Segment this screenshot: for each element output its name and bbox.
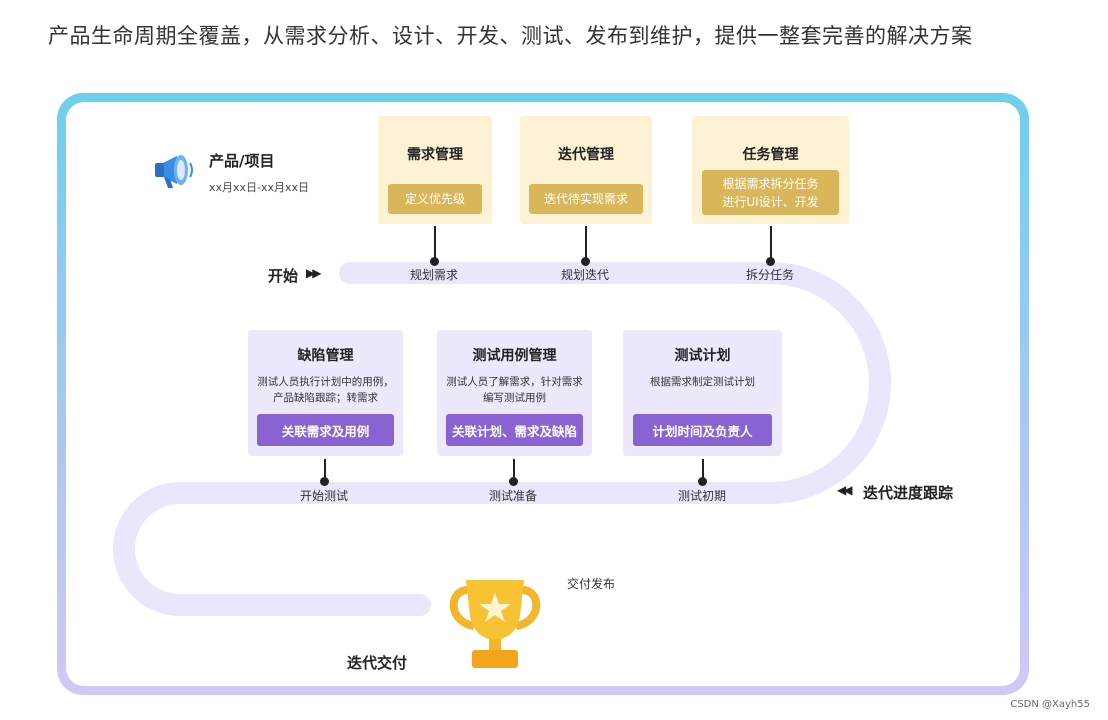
milestone-dot bbox=[698, 477, 707, 486]
headline: 产品生命周期全覆盖，从需求分析、设计、开发、测试、发布到维护，提供一整套完善的解… bbox=[48, 24, 973, 48]
card-title: 测试计划 bbox=[674, 348, 731, 364]
watermark: CSDN @Xayh55 bbox=[1010, 699, 1090, 710]
milestone-start-test: 开始测试 bbox=[300, 489, 349, 503]
card-desc: 测试人员执行计划中的用例，产品缺陷跟踪；转需求 bbox=[257, 376, 394, 404]
start-label: 开始 bbox=[268, 267, 299, 285]
tracking-label: 迭代进度跟踪 bbox=[863, 484, 954, 502]
milestone-split-task: 拆分任务 bbox=[746, 268, 795, 282]
milestone-dot bbox=[430, 257, 439, 266]
release-label: 交付发布 bbox=[567, 577, 616, 591]
milestone-dot bbox=[766, 257, 775, 266]
card-task: 任务管理 根据需求拆分任务 进行UI设计、开发 bbox=[692, 116, 849, 224]
card-desc: 根据需求制定测试计划 bbox=[650, 376, 755, 388]
task-button[interactable]: 根据需求拆分任务 进行UI设计、开发 bbox=[702, 170, 839, 215]
card-title: 缺陷管理 bbox=[297, 348, 354, 364]
milestone-plan-req: 规划需求 bbox=[410, 268, 459, 282]
card-desc: 测试人员了解需求，针对需求编写测试用例 bbox=[446, 376, 583, 404]
link-req-case-button[interactable]: 关联需求及用例 bbox=[257, 414, 394, 446]
milestone-test-prep: 测试准备 bbox=[489, 489, 538, 503]
rewind-arrows-icon: ◀◀ bbox=[837, 483, 853, 497]
card-requirement: 需求管理 定义优先级 bbox=[378, 116, 492, 224]
card-testcase: 测试用例管理 测试人员了解需求，针对需求编写测试用例 关联计划、需求及缺陷 bbox=[437, 330, 592, 456]
card-title: 任务管理 bbox=[742, 147, 799, 163]
card-defect: 缺陷管理 测试人员执行计划中的用例，产品缺陷跟踪；转需求 关联需求及用例 bbox=[248, 330, 403, 456]
project-date: xx月xx日-xx月xx日 bbox=[209, 181, 310, 194]
plan-owner-button[interactable]: 计划时间及负责人 bbox=[633, 414, 772, 446]
card-testplan: 测试计划 根据需求制定测试计划 计划时间及负责人 bbox=[623, 330, 782, 456]
iteration-button[interactable]: 迭代待实现需求 bbox=[529, 184, 643, 214]
trophy-icon bbox=[444, 576, 546, 676]
card-title: 迭代管理 bbox=[558, 147, 614, 163]
milestone-dot bbox=[509, 477, 518, 486]
priority-button[interactable]: 定义优先级 bbox=[388, 184, 482, 214]
milestone-dot bbox=[581, 257, 590, 266]
card-title: 需求管理 bbox=[407, 147, 463, 163]
link-plan-button[interactable]: 关联计划、需求及缺陷 bbox=[446, 414, 583, 446]
card-iteration: 迭代管理 迭代待实现需求 bbox=[520, 116, 652, 224]
play-arrows-icon: ▶▶ bbox=[306, 266, 322, 280]
milestone-plan-iter: 规划迭代 bbox=[561, 268, 610, 282]
card-title: 测试用例管理 bbox=[472, 348, 557, 364]
milestone-dot bbox=[320, 477, 329, 486]
milestone-test-early: 测试初期 bbox=[678, 489, 727, 503]
end-label: 迭代交付 bbox=[347, 654, 408, 672]
megaphone-icon bbox=[151, 146, 199, 198]
project-title: 产品/项目 bbox=[209, 152, 275, 170]
